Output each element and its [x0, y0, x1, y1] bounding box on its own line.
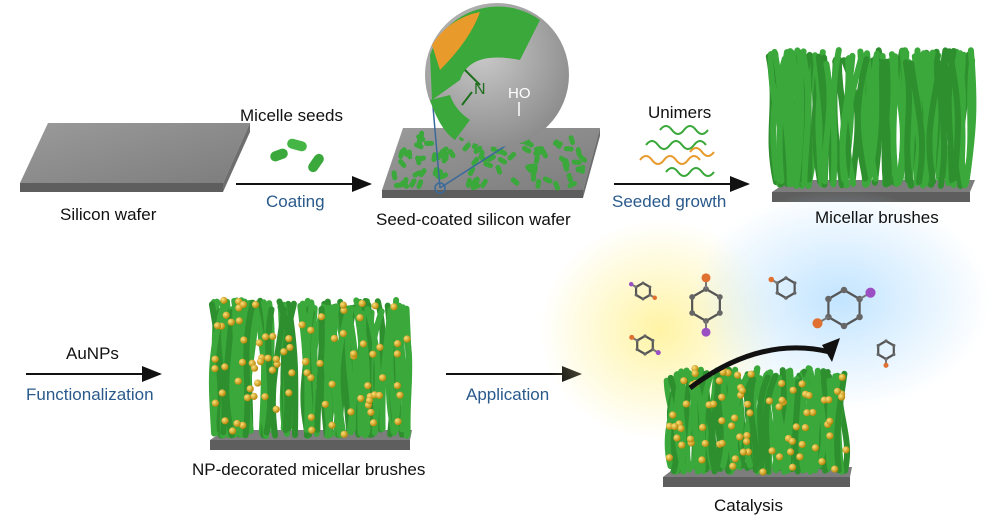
label-micellar-brushes: Micellar brushes [815, 208, 939, 227]
label-seeded-growth: Seeded growth [612, 192, 727, 211]
reaction-arrow [688, 345, 831, 390]
label-np-decorated: NP-decorated micellar brushes [192, 460, 426, 479]
inset-atom-ho: HO [508, 85, 531, 102]
inset-atom-n: N [474, 81, 486, 98]
label-coating: Coating [266, 192, 325, 211]
zoom-inset [425, 3, 569, 194]
label-catalysis: Catalysis [714, 496, 783, 515]
label-application: Application [466, 385, 550, 404]
product-molecules [768, 276, 896, 368]
silicon-wafer [20, 123, 250, 192]
label-micelle-seeds: Micelle seeds [240, 106, 343, 125]
micelle-seeds-icon [270, 138, 324, 173]
label-aunps: AuNPs [66, 344, 119, 363]
label-functionalization: Functionalization [26, 385, 154, 404]
label-silicon-wafer: Silicon wafer [60, 205, 157, 224]
label-unimers: Unimers [648, 103, 712, 122]
reactant-molecules [628, 273, 723, 356]
catalysis-brushes [663, 364, 852, 487]
np-decorated-brushes [208, 296, 413, 450]
blue-glow [690, 190, 990, 410]
label-seed-coated-wafer: Seed-coated silicon wafer [376, 210, 571, 229]
reaction-arrow-head [822, 338, 840, 362]
micellar-brushes [765, 47, 977, 202]
unimers-icon [639, 125, 715, 177]
